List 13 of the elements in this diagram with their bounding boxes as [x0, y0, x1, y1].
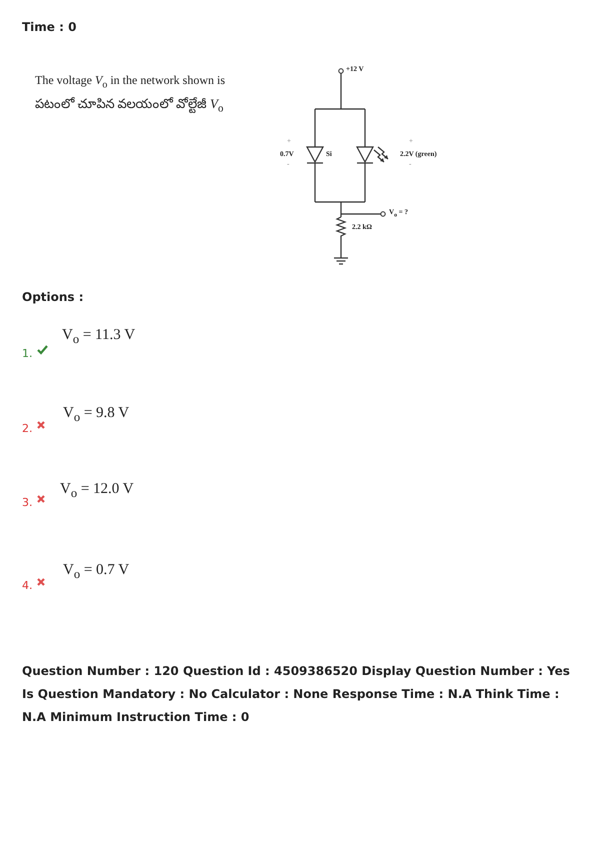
question-text: పటంలో చూపిన వలయంలో వోల్టేజీ V$_{o}$ [35, 96, 224, 115]
option-text: V$_{o}$ = 12.0 V [60, 481, 134, 501]
question-text: The voltage V$_{o}$ in the network shown is [35, 73, 225, 90]
option-number: 4. [22, 579, 32, 592]
question-metadata: Question Number : 120 Question Id : 4509386520 Display Question Number : Yes Is Question Mandatory : No Calculator : None Response Time : N.A Think Time : N.A Minimum Instruction Time : 0 [22, 663, 571, 726]
option-text: V$_{o}$ = 11.3 V [62, 327, 136, 347]
option-number: 3. [22, 496, 32, 509]
section-heading: Options : [22, 290, 84, 304]
option-text: V$_{o}$ = 0.7 V [63, 562, 130, 582]
option-number: 2. [22, 422, 32, 435]
option-text: V$_{o}$ = 9.8 V [63, 405, 130, 425]
timer-text: Time : 0 [22, 20, 76, 34]
option-number: 1. [22, 347, 32, 360]
